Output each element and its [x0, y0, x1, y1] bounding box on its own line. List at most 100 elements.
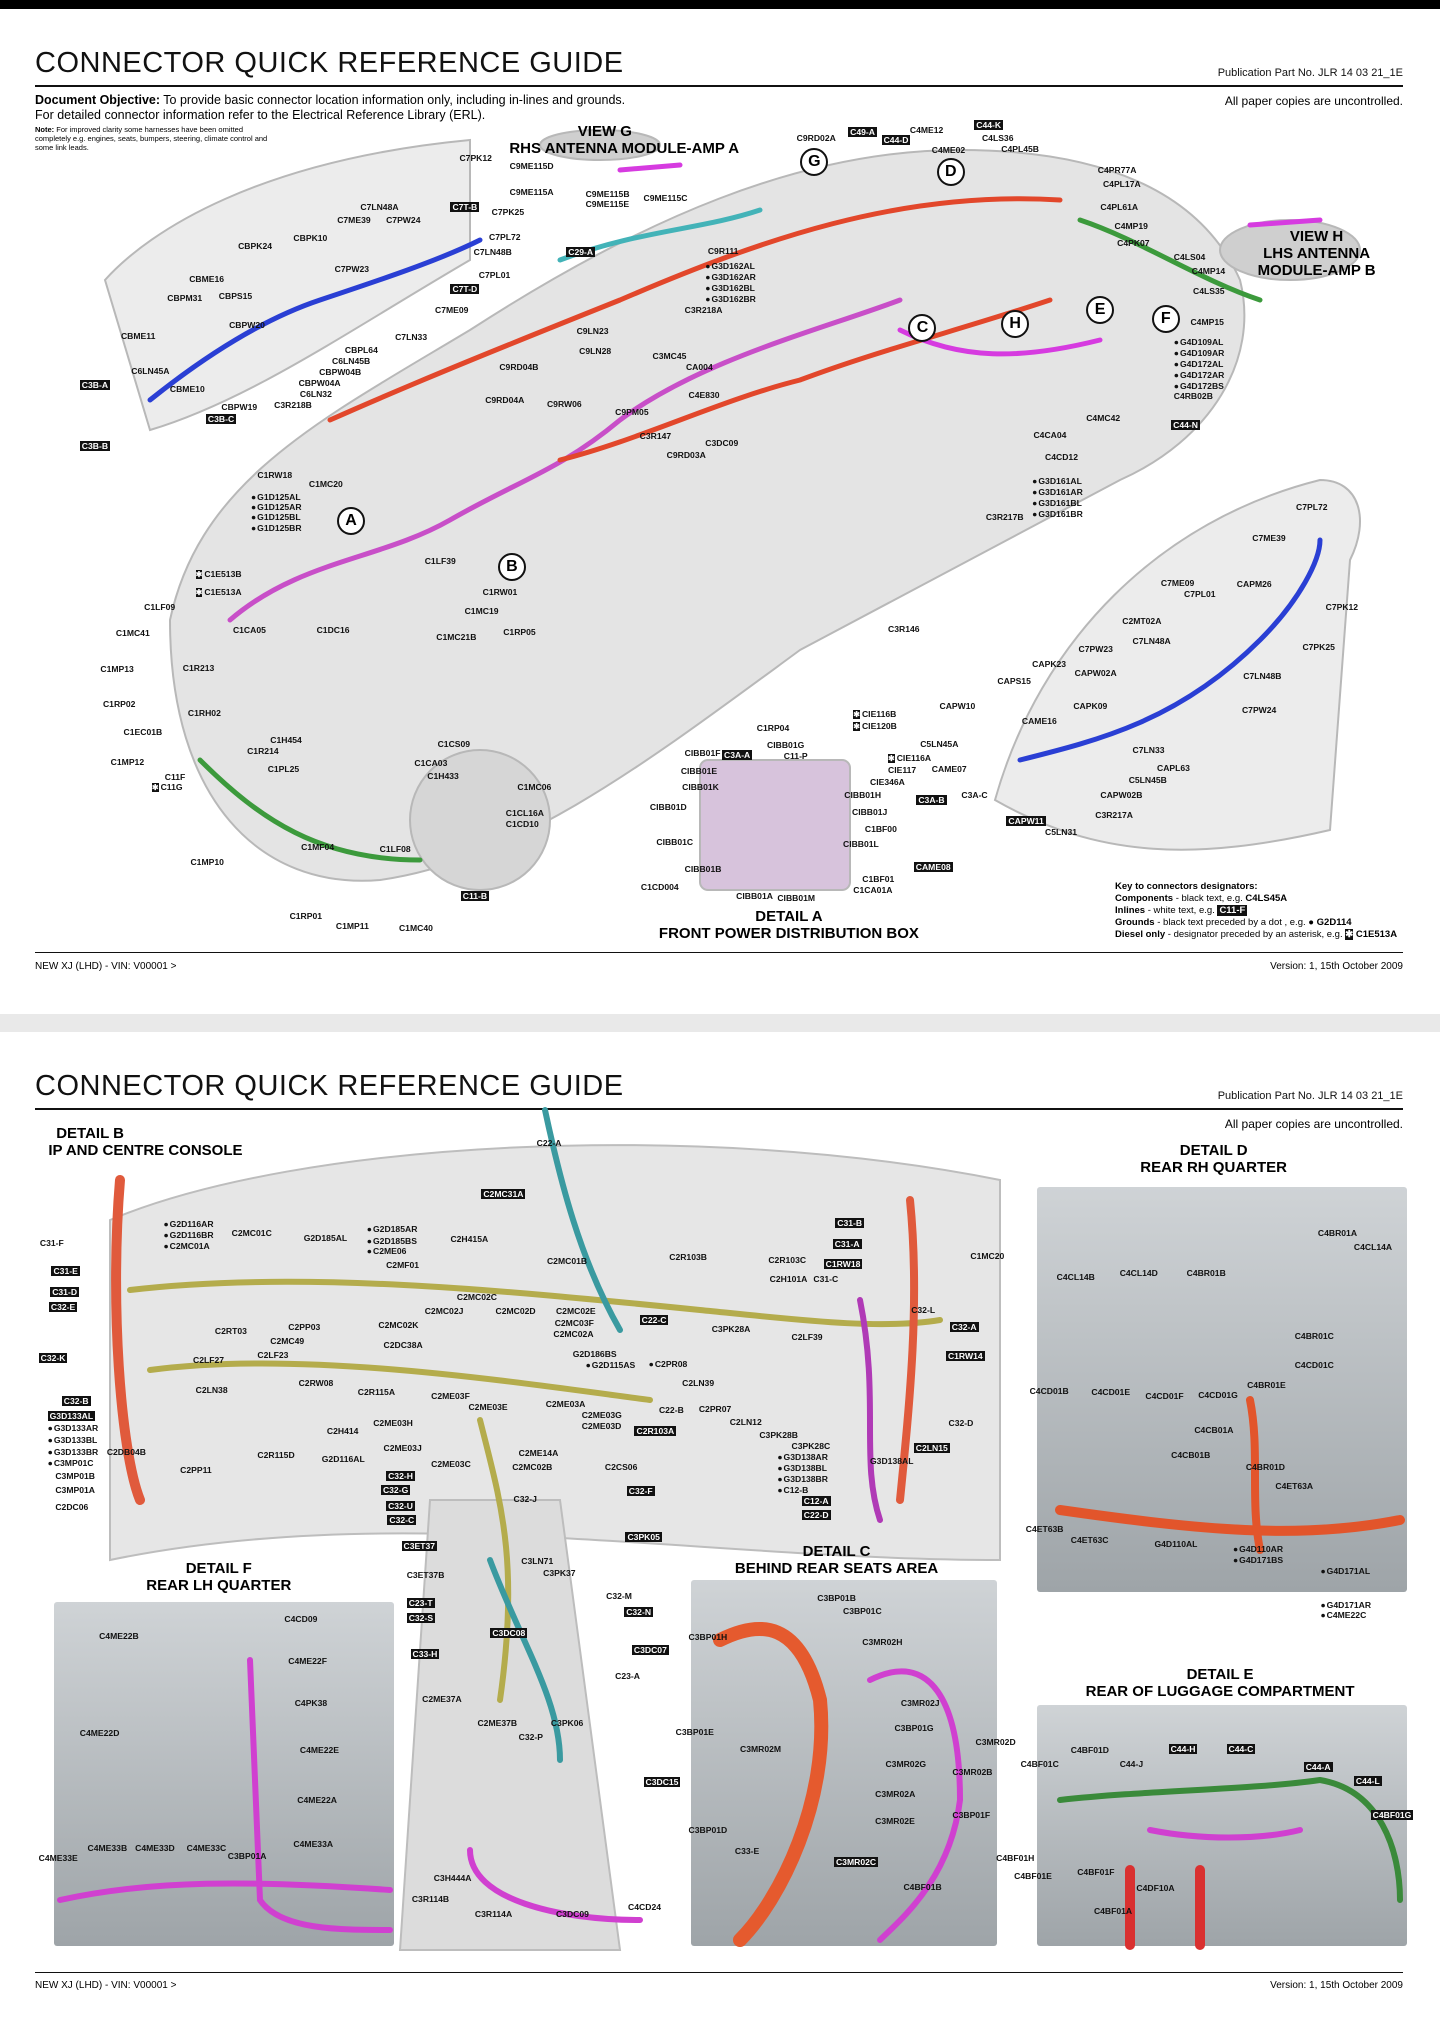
- connector-label: C4ME22E: [299, 1745, 340, 1756]
- connector-label: C7ME39: [1252, 532, 1286, 543]
- detail-heading: DETAIL E: [1186, 1665, 1254, 1683]
- connector-label: C4CD01E: [1091, 1387, 1131, 1398]
- connector-label: C4CL14D: [1119, 1267, 1158, 1278]
- key-title: Key to connectors designators:: [1115, 881, 1258, 892]
- connector-label: C4BF01C: [1020, 1759, 1059, 1770]
- connector-label: C9RD04B: [499, 361, 539, 372]
- connector-label: C4CA04: [1033, 429, 1067, 440]
- key-diesel-text: - designator preceded by an asterisk, e.…: [1165, 929, 1346, 940]
- connector-label: C3MR02A: [875, 1788, 916, 1799]
- footer-rule: [35, 952, 1403, 953]
- connector-label: C7PW24: [386, 214, 421, 225]
- connector-label: G2D185AL: [303, 1232, 348, 1243]
- connector-label: C3PK37: [543, 1567, 576, 1578]
- connector-label: C3DC09: [555, 1908, 589, 1919]
- ground-label: G3D133AR: [48, 1423, 98, 1433]
- connector-label: CIBB01H: [844, 790, 882, 801]
- connector-label: C6LN32: [299, 388, 332, 399]
- ground-label: G1D125BR: [251, 523, 301, 533]
- connector-label: C9PM05: [615, 406, 649, 417]
- inline-connector-label: C32-S: [406, 1612, 436, 1623]
- view-marker-g: G: [800, 147, 829, 176]
- connector-label: C3MP01B: [55, 1471, 95, 1482]
- inline-connector-label: C22-D: [801, 1509, 831, 1520]
- connector-label: C3BP01G: [894, 1723, 934, 1734]
- detail-heading: DETAIL D: [1179, 1141, 1248, 1159]
- page-title: CONNECTOR QUICK REFERENCE GUIDE: [35, 47, 624, 79]
- connector-label: C5LN45A: [920, 738, 959, 749]
- connector-label: C4RB02B: [1173, 391, 1213, 402]
- connector-label: C2PR07: [698, 1404, 732, 1415]
- inline-connector-label: C44-H: [1168, 1743, 1198, 1754]
- connector-label: C1PL25: [267, 764, 300, 775]
- connector-label: C4DF10A: [1136, 1882, 1175, 1893]
- connector-label: C1MC21B: [436, 631, 477, 642]
- connector-label: C4BF01E: [1014, 1871, 1052, 1882]
- ground-label: G4D109AL: [1174, 337, 1223, 347]
- connector-label: C3PK28C: [791, 1440, 831, 1451]
- ground-label: C2MC01A: [163, 1241, 210, 1251]
- connector-label: CAPW10: [939, 701, 976, 712]
- uncontrolled-notice: All paper copies are uncontrolled.: [1224, 94, 1403, 108]
- connector-label: C4ME33D: [135, 1842, 175, 1853]
- connector-label: C7PL72: [1296, 501, 1328, 512]
- connector-label: C3R114A: [474, 1908, 513, 1919]
- objective-line2: For detailed connector information refer…: [35, 108, 486, 122]
- view-marker-f: F: [1151, 304, 1180, 333]
- key-grounds-text: - black text preceded by a dot , e.g.: [1154, 917, 1309, 928]
- connector-label: C2LF27: [193, 1355, 225, 1366]
- connector-label: C7LN33: [1132, 745, 1165, 756]
- connector-label: CAPK23: [1032, 658, 1067, 669]
- connector-label: CBPK10: [293, 232, 328, 243]
- connector-label: C4CD12: [1045, 451, 1078, 462]
- inline-connector-label: C32-B: [61, 1396, 91, 1407]
- connector-label: C1RH02: [187, 707, 221, 718]
- inline-connector-label: C32-N: [624, 1607, 654, 1618]
- ground-label: G2D185BS: [367, 1236, 417, 1246]
- page-title: CONNECTOR QUICK REFERENCE GUIDE: [35, 1070, 624, 1102]
- connector-label: CAPM26: [1236, 579, 1272, 590]
- objective-label: Document Objective:: [35, 93, 161, 107]
- connector-label: CAPW02B: [1100, 790, 1143, 801]
- connector-label: C7LN33: [395, 332, 428, 343]
- connector-label: C9ME115B: [585, 189, 630, 200]
- inline-connector-label: C3A-A: [722, 750, 753, 761]
- connector-label: C2MC03F: [554, 1317, 594, 1328]
- inline-connector-label: C3DC15: [643, 1777, 681, 1788]
- connector-label: C2MC02D: [495, 1306, 536, 1317]
- inline-connector-label: C49-A: [848, 127, 877, 138]
- connector-label: C3LN71: [521, 1555, 554, 1566]
- connector-label: C7LN48A: [360, 202, 399, 213]
- connector-label: C4CD01F: [1145, 1391, 1184, 1402]
- connector-label: C1CD10: [505, 818, 539, 829]
- connector-label: C2MC02B: [512, 1462, 553, 1473]
- connector-label: C1RP04: [756, 723, 790, 734]
- detail-heading: REAR OF LUGGAGE COMPARTMENT: [1085, 1682, 1355, 1700]
- connector-label: C9RD04A: [485, 395, 525, 406]
- connector-label: C11-P: [783, 751, 808, 762]
- inline-connector-label: C31-B: [835, 1217, 865, 1228]
- connector-label: CBPL64: [344, 344, 378, 355]
- connector-label: C2CS06: [604, 1462, 638, 1473]
- inline-connector-label: C32-F: [626, 1486, 655, 1497]
- connector-label: C4ME22B: [99, 1630, 139, 1641]
- inline-connector-label: C7T-B: [450, 202, 480, 213]
- ground-label: C2PR08: [649, 1359, 687, 1369]
- key-components-example: C4LS45A: [1245, 893, 1288, 904]
- connector-label: C9RD02A: [796, 132, 836, 143]
- connector-label: C2RT03: [214, 1325, 247, 1336]
- inline-connector-label: C3PK05: [625, 1531, 662, 1542]
- footer-version: Version: 1, 15th October 2009: [1270, 961, 1403, 972]
- connector-label: C9RW06: [546, 398, 582, 409]
- connector-label: C3MR02D: [975, 1737, 1016, 1748]
- footer-vehicle[interactable]: NEW XJ (LHD) - VIN: V00001 >: [35, 961, 177, 972]
- connector-label: C4ET63B: [1025, 1523, 1064, 1534]
- inline-connector-label: C44-D: [881, 135, 911, 146]
- key-components: Components: [1115, 893, 1174, 904]
- connector-label: C1MC19: [464, 606, 499, 617]
- connector-label: C6LN45B: [332, 355, 371, 366]
- diesel-connector-label: C1E513A: [196, 587, 241, 598]
- connector-label: C1CD004: [640, 881, 679, 892]
- footer-vehicle[interactable]: NEW XJ (LHD) - VIN: V00001 >: [35, 1980, 177, 1991]
- connector-label: C4BR01C: [1294, 1330, 1334, 1341]
